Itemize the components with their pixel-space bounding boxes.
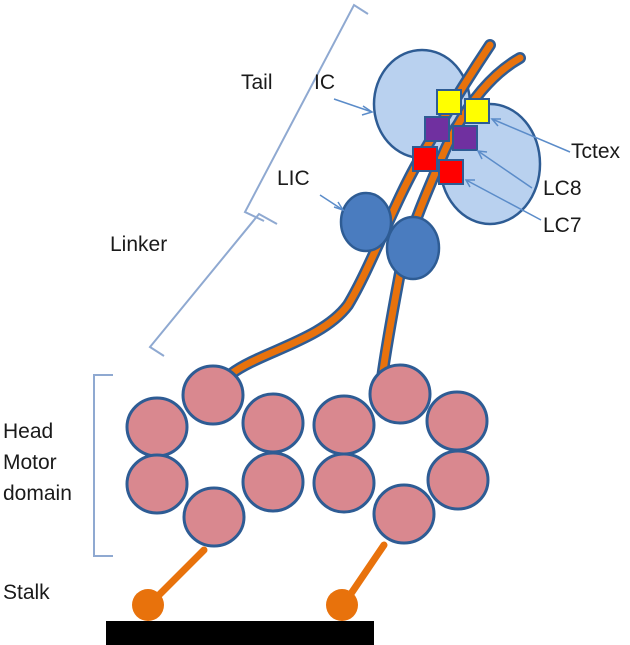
light-chain-lc8 xyxy=(424,116,478,151)
tail-label: Tail xyxy=(241,71,273,94)
head-label: Head xyxy=(3,420,53,443)
ic-label: IC xyxy=(314,71,335,94)
domain-label: domain xyxy=(3,482,72,505)
linker-bracket xyxy=(148,212,278,357)
lic-label: LIC xyxy=(277,167,310,190)
light-intermediate-chain-lic xyxy=(339,191,441,281)
tctex-label: Tctex xyxy=(571,140,621,163)
tail-bracket xyxy=(243,3,369,222)
stalk-right xyxy=(326,541,388,621)
microtubule-bar xyxy=(106,621,374,645)
pointer-arrows xyxy=(319,98,571,221)
head-bracket xyxy=(93,374,113,557)
stalk-left xyxy=(132,546,208,621)
motor-domain-left xyxy=(125,364,305,548)
lc8-label: LC8 xyxy=(543,177,582,200)
motor-label: Motor xyxy=(3,451,57,474)
light-chain-tctex xyxy=(436,89,490,124)
stalk-label: Stalk xyxy=(3,581,50,604)
motor-domain-right xyxy=(312,363,490,545)
linker-label: Linker xyxy=(110,233,167,256)
light-chain-lc7 xyxy=(412,146,464,185)
lc7-label: LC7 xyxy=(543,214,582,237)
